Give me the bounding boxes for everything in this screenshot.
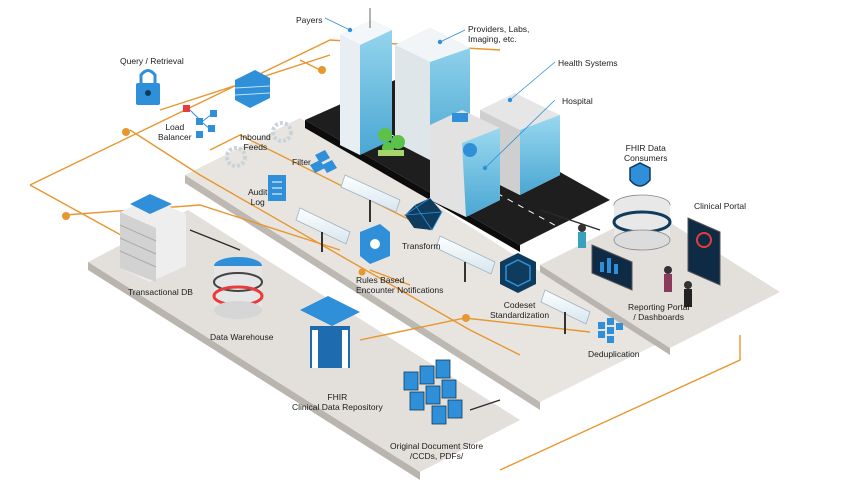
providers-label: Providers, Labs,Imaging, etc. <box>468 24 530 44</box>
pipe-supports <box>321 200 566 334</box>
clinical-portal-label: Clinical Portal <box>694 201 746 211</box>
document-stack-icon <box>403 359 463 425</box>
polyhedron-icon <box>403 197 443 231</box>
hospital-building <box>430 110 500 217</box>
hospital-label: Hospital <box>562 96 593 106</box>
bell-icon <box>360 224 390 264</box>
platform-consumers <box>540 210 780 348</box>
transactional-db-server <box>119 194 186 282</box>
database-icon <box>612 194 672 251</box>
lock-icon <box>136 69 160 105</box>
leader-lines <box>324 17 556 171</box>
network-node-icon <box>183 105 217 138</box>
firewall-icon <box>234 70 271 108</box>
gear-icon <box>225 121 293 168</box>
orange-nodes <box>62 66 470 322</box>
monitor-icon <box>591 217 721 291</box>
platform-pipeline <box>185 118 655 402</box>
shield-icon <box>629 162 651 187</box>
payers-label: Payers <box>296 15 323 25</box>
transactional-db-label: Transactional DB <box>128 287 193 297</box>
data-warehouse-label: Data Warehouse <box>210 332 274 342</box>
data-warehouse-cylinder <box>212 257 264 319</box>
dark-lines <box>189 209 601 411</box>
filter-label: Filter <box>292 157 311 167</box>
transform-label: Transform <box>402 241 441 251</box>
fhir-repository-server <box>300 296 360 368</box>
reporting-portal-label: Reporting Portal/ Dashboards <box>628 302 690 322</box>
health-systems-label: Health Systems <box>558 58 618 68</box>
blocks-icon <box>598 318 623 343</box>
filter-icon <box>310 150 337 173</box>
payers-building <box>340 8 392 155</box>
park-trees <box>378 128 405 156</box>
document-icon <box>268 175 286 201</box>
deduplication-label: Deduplication <box>588 349 640 359</box>
document-store-label: Original Document Store/CCDs, PDFs/ <box>390 441 484 461</box>
person-icon <box>578 224 692 307</box>
query-retrieval-label: Query / Retrieval <box>120 56 184 66</box>
connection-lines <box>29 39 741 471</box>
data-pipes <box>295 174 591 325</box>
cube-icon <box>500 253 536 293</box>
